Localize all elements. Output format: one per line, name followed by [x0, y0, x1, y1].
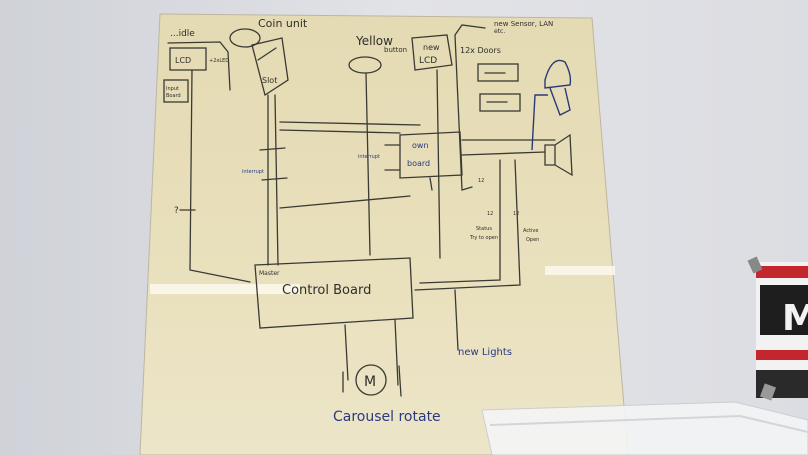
label-input: Input [166, 86, 179, 92]
plastic-tray [481, 401, 808, 455]
label-motor: M [364, 374, 376, 390]
label-interrupt-left: interrupt [242, 169, 264, 175]
label-new-lcd: LCD [419, 56, 437, 66]
label-yellow: Yellow [355, 34, 393, 48]
label-bus-12: 12 [487, 211, 493, 217]
label-doors: 12x Doors [460, 46, 501, 55]
whiteboard [139, 13, 629, 455]
label-control-board: Control Board [282, 283, 371, 298]
wall-poster: M [747, 256, 808, 401]
glare [150, 284, 300, 294]
label-led: +2xLED [209, 58, 229, 64]
label-own: own [412, 141, 429, 150]
glare [545, 266, 615, 275]
label-button: button [384, 46, 407, 54]
label-board-own: board [407, 159, 430, 168]
label-carousel-rotate: Carousel rotate [333, 409, 441, 425]
label-slot: Slot [262, 76, 277, 85]
label-new-sensor: new Sensor, LAN [494, 20, 553, 28]
label-active: Active [523, 228, 538, 234]
label-question: ? [174, 206, 179, 216]
label-lcd: LCD [175, 56, 191, 65]
label-board: Board [166, 93, 181, 99]
label-try-to-open: Try to open [469, 235, 498, 241]
diagram-lines [163, 24, 573, 397]
label-new-lights: new Lights [458, 347, 512, 358]
label-master: Master [259, 270, 280, 277]
label-idle: ...idle [170, 29, 195, 39]
label-open: Open [526, 237, 539, 243]
label-etc: etc. [494, 28, 505, 35]
poster-letter: M [782, 298, 808, 339]
label-new: new [423, 43, 440, 52]
label-bus-12: 12 [478, 178, 484, 184]
label-status: Status [476, 226, 492, 232]
label-interrupt-mid: interrupt [358, 154, 380, 160]
label-coin-unit: Coin unit [258, 17, 308, 30]
label-bus-12: 12 [513, 211, 519, 217]
